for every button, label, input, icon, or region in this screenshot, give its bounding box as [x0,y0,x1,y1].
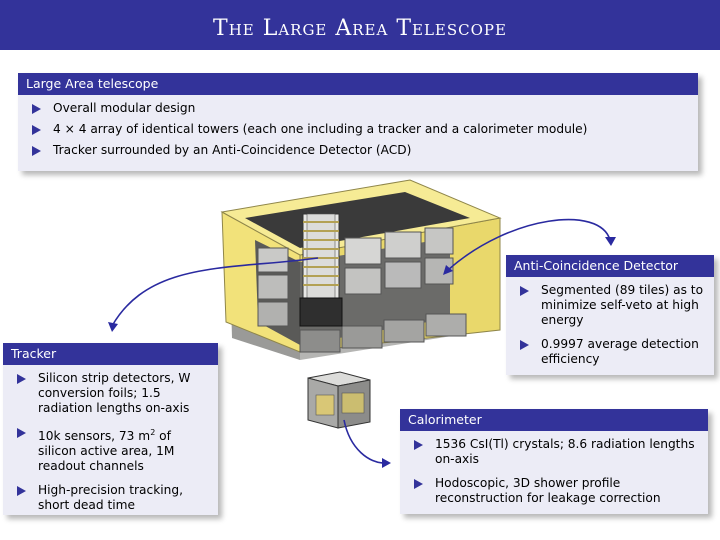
tower-block [384,261,422,289]
tower-block [257,301,289,327]
list-item: High-precision tracking, short dead time [11,483,210,513]
triangle-bullet-icon [17,486,26,497]
curved-arrow-icon [605,237,616,246]
page-title: The Large Area Telescope [213,16,507,41]
list-item: Overall modular design [26,101,690,116]
bullet-text-part: 10k sensors, 73 m [38,429,151,444]
block-body: Silicon strip detectors, W conversion fo… [3,365,218,526]
triangle-bullet-icon [520,286,529,296]
list-item: Segmented (89 tiles) as to minimize self… [514,283,706,328]
block-heading: Anti-Coincidence Detector [506,255,714,277]
list-item: Hodoscopic, 3D shower profile reconstruc… [408,476,700,506]
bullet-text: Segmented (89 tiles) as to minimize self… [541,283,704,327]
bullet-text: 4 × 4 array of identical towers (each on… [53,122,588,136]
base-tile [383,319,425,343]
calorimeter-crystals [341,392,365,414]
triangle-bullet-icon [32,146,41,156]
block-body: 1536 CsI(Tl) crystals; 8.6 radiation len… [400,431,708,519]
bullet-text: Overall modular design [53,101,196,115]
curved-arrow-icon [382,458,391,468]
tower-block [424,227,454,255]
triangle-bullet-icon [32,125,41,135]
bullet-text: 10k sensors, 73 m2 of silicon active are… [38,425,210,474]
bullet-text: 0.9997 average detection efficiency [541,337,699,366]
block-body: Segmented (89 tiles) as to minimize self… [506,277,714,380]
calorimeter-block: Calorimeter 1536 CsI(Tl) crystals; 8.6 r… [400,409,708,514]
title-bar: The Large Area Telescope [0,0,720,50]
calorimeter-crystals [315,394,335,416]
bullet-text: Hodoscopic, 3D shower profile reconstruc… [435,476,661,505]
list-item: Silicon strip detectors, W conversion fo… [11,371,210,416]
base-tile [299,329,341,353]
bullet-text: 1536 CsI(Tl) crystals; 8.6 radiation len… [435,437,695,466]
large-area-telescope-block: Large Area telescope Overall modular des… [18,73,698,171]
acd-block: Anti-Coincidence Detector Segmented (89 … [506,255,714,375]
triangle-bullet-icon [17,428,26,438]
list-item: 10k sensors, 73 m2 of silicon active are… [11,425,210,474]
curved-arrow-icon [108,322,118,332]
block-body: Overall modular design 4 × 4 array of id… [18,95,698,168]
tower-block [344,267,382,295]
cutaway-interior [245,192,470,248]
triangle-bullet-icon [414,479,423,489]
triangle-bullet-icon [520,340,529,350]
curved-arrow-icon [447,218,611,271]
base-tile [341,325,383,349]
base-tile [425,313,467,337]
superscript: 2 [150,428,156,437]
list-item: Tracker surrounded by an Anti-Coincidenc… [26,143,690,158]
tracker-block: Tracker Silicon strip detectors, W conve… [3,343,218,515]
tower-block [384,231,422,259]
tower-block [344,237,382,265]
tower-block [257,274,289,300]
triangle-bullet-icon [414,440,423,450]
tracker-tower-base [299,297,343,327]
list-item: 0.9997 average detection efficiency [514,337,706,367]
block-heading: Tracker [3,343,218,365]
triangle-bullet-icon [32,104,41,114]
bullet-text: Silicon strip detectors, W conversion fo… [38,371,191,415]
block-heading: Calorimeter [400,409,708,431]
list-item: 1536 CsI(Tl) crystals; 8.6 radiation len… [408,437,700,467]
bullet-text: Tracker surrounded by an Anti-Coincidenc… [53,143,412,157]
bullet-text: High-precision tracking, short dead time [38,483,184,513]
curved-arrow-icon [111,257,319,327]
triangle-bullet-icon [17,374,26,384]
list-item: 4 × 4 array of identical towers (each on… [26,122,690,137]
bullet-text-part: of silicon active area, 1M readout chann… [38,429,175,474]
block-heading: Large Area telescope [18,73,698,95]
tower-block [257,247,289,273]
curved-arrow-icon [343,419,385,464]
curved-arrow-icon [443,265,453,275]
